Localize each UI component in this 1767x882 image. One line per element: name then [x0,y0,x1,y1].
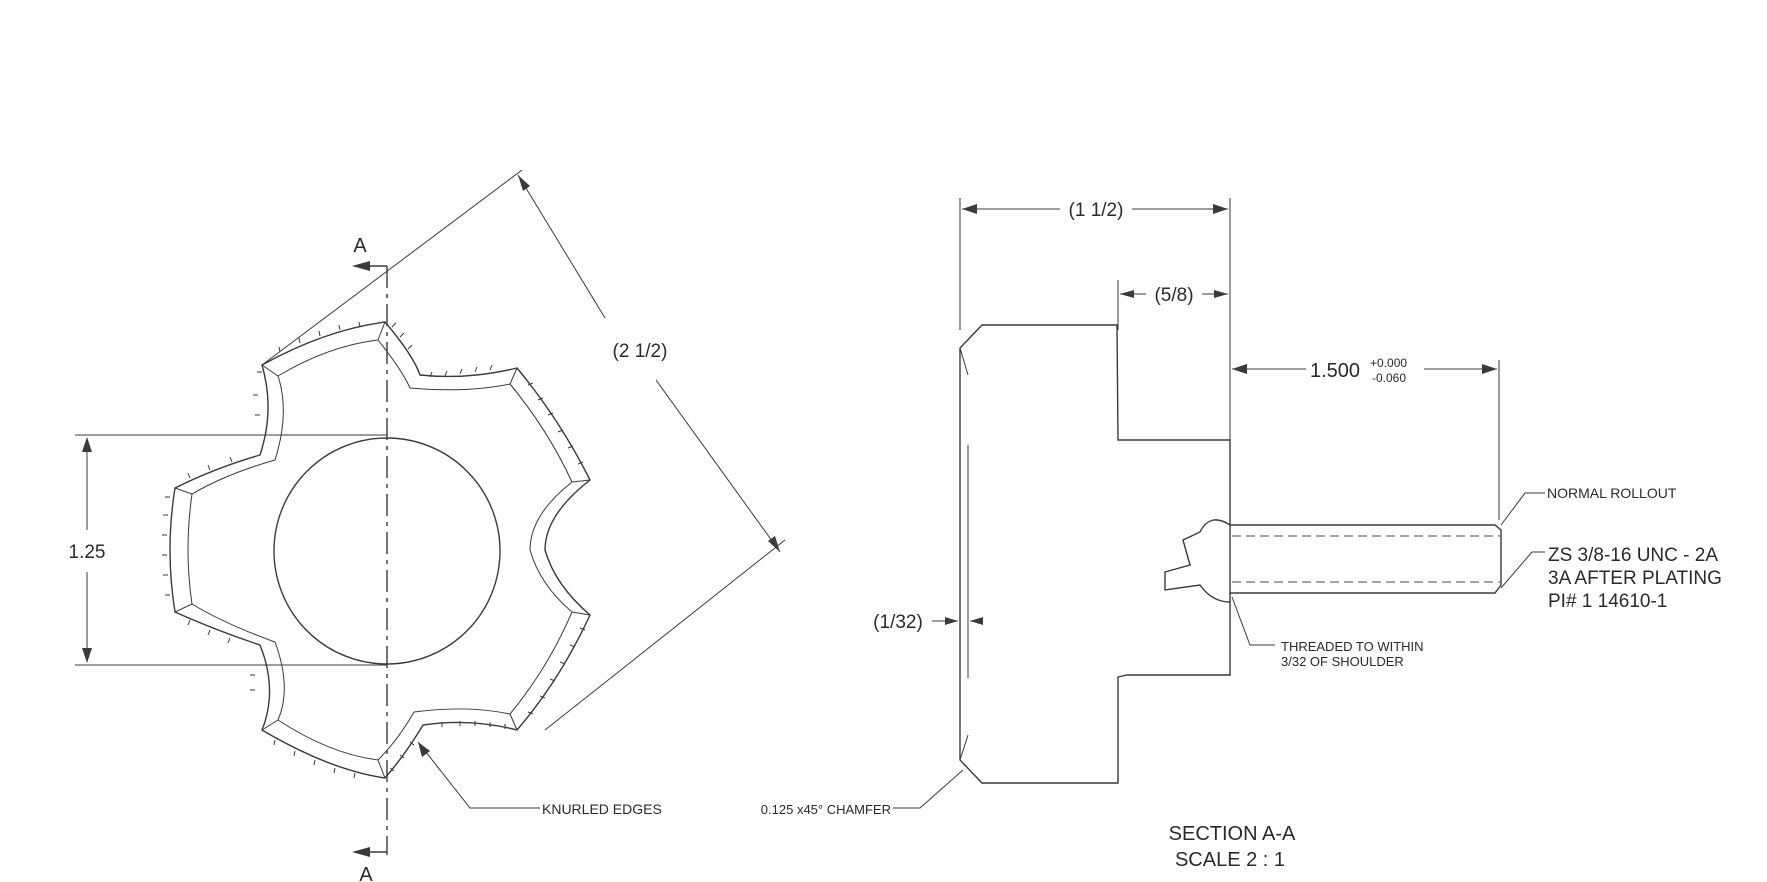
chamfer-lines [959,347,969,761]
threaded-stud [1230,524,1502,594]
thread-spec-line-1: ZS 3/8-16 UNC - 2A [1548,545,1718,566]
thread-spec-line-2: 3A AFTER PLATING [1548,568,1722,589]
lobe-bevels [174,321,591,779]
note-knurl: KNURLED EDGES [542,801,662,817]
knob-side-outline [959,324,1231,784]
knob-outline [169,321,591,779]
dim-overall-length: (1 1/2) [1069,200,1124,221]
knurl-texture [162,321,586,779]
dim-hub: (5/8) [1154,285,1193,306]
note-threaded-line-2: 3/32 OF SHOULDER [1281,654,1404,669]
note-threaded-line-1: THREADED TO WITHIN [1281,639,1424,654]
section-marker-bottom: A [359,864,373,882]
knob-inner-band [187,339,573,761]
dim-bore: 1.25 [69,542,106,563]
dim-stud-tol-plus: +0.000 [1370,356,1407,370]
section-title: SECTION A-A [1169,823,1296,845]
thread-spec-line-3: PI# 1 14610-1 [1548,591,1667,612]
section-view: (1 1/2) (5/8) 1.500 +0.000 -0.060 (1/32)… [761,198,1722,871]
dim-diagonal: (2 1/2) [613,341,668,362]
section-scale: SCALE 2 : 1 [1175,849,1285,871]
dim-stud-tol-minus: -0.060 [1372,371,1406,385]
note-rollout: NORMAL ROLLOUT [1547,485,1677,501]
stud-head [1164,519,1231,603]
dim-stud-value: 1.500 [1310,360,1360,382]
note-chamfer: 0.125 x45° CHAMFER [761,802,891,817]
dim-recess: (1/32) [873,612,923,633]
section-marker-top: A [353,235,367,257]
knob-front-view: A A 1.25 (2 1/2) KNURLED EDGES [69,169,786,882]
